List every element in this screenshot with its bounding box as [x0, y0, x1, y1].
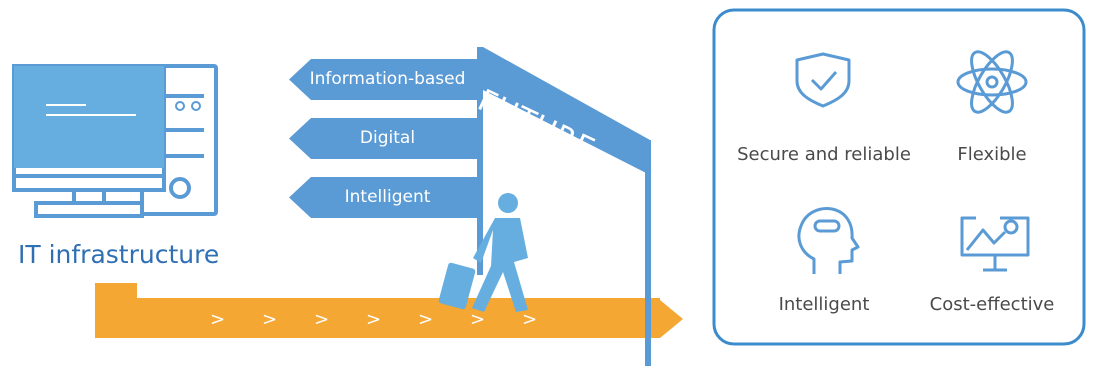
benefit-label-secure: Secure and reliable: [737, 144, 911, 165]
road-arrow: >: [470, 309, 486, 330]
road-arrow: >: [522, 309, 538, 330]
road-arrow: >: [314, 309, 330, 330]
benefit-label-intelligent: Intelligent: [778, 294, 870, 315]
head-brain-icon: [797, 207, 860, 274]
road-arrow: >: [262, 309, 278, 330]
road-arrow: >: [418, 309, 434, 330]
it-infrastructure-label: IT infrastructure: [18, 240, 220, 269]
benefit-label-cost-effective: Cost-effective: [929, 294, 1055, 315]
sign-digital: Digital: [359, 128, 416, 148]
road-arrow: >: [366, 309, 382, 330]
chart-monitor-icon: [960, 216, 1030, 272]
benefit-label-flexible: Flexible: [957, 144, 1027, 165]
sign-intelligent: Intelligent: [344, 187, 431, 207]
computer-icon: [12, 64, 218, 218]
direction-signs: [289, 59, 477, 218]
atom-icon: [956, 50, 1028, 114]
road: [95, 283, 683, 338]
road-arrow: >: [210, 309, 226, 330]
signpost-pole: [477, 47, 651, 366]
shield-check-icon: [795, 52, 851, 108]
traveler-icon: [438, 193, 528, 312]
sign-information-based: Information-based: [309, 69, 466, 89]
